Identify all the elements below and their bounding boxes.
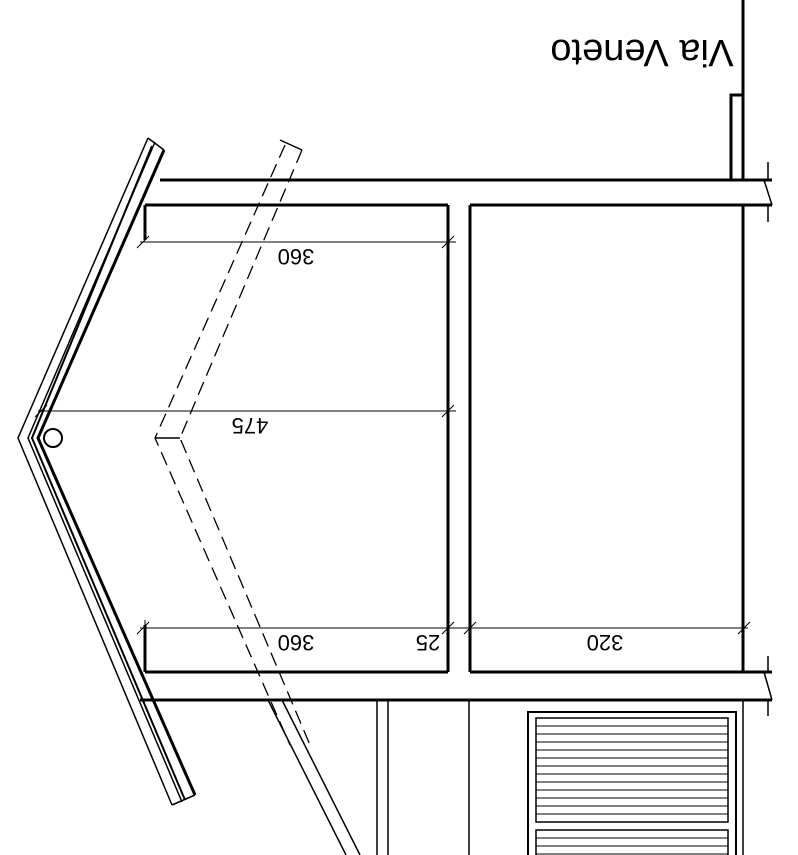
right-notch: [729, 93, 743, 180]
dimension-lines: [34, 235, 751, 640]
dim-label-lower-width: 360: [278, 630, 315, 655]
vent-grille-slats: [536, 725, 728, 855]
dim-label-depth: 475: [232, 413, 269, 438]
dashed-bay-solid-parts: [155, 139, 361, 855]
bay-wall-inner-line: [36, 149, 197, 796]
bay-wall-cap-top: [147, 137, 165, 151]
walls: [140, 0, 772, 702]
break-marks: [763, 162, 773, 716]
dim-label-wall-thickness: 25: [416, 630, 440, 655]
street-label: Via Veneto: [550, 31, 733, 73]
dim-label-right-room-width: 320: [587, 630, 624, 655]
bay-wall-cap-bottom: [171, 794, 196, 806]
bay-wall-outer-line: [17, 137, 173, 806]
dim-label-upper-width: 360: [278, 244, 315, 269]
vent-grille-frame: [527, 711, 737, 855]
bay-wall-inner-line-2: [30, 145, 186, 801]
vent-grille-inner-1: [535, 717, 729, 823]
lower-area: [376, 700, 744, 855]
column-marker: [43, 428, 63, 448]
bay-wall-middle-line: [27, 141, 183, 803]
bay-wall: [17, 137, 197, 806]
vent-grille-inner-2: [535, 829, 729, 855]
